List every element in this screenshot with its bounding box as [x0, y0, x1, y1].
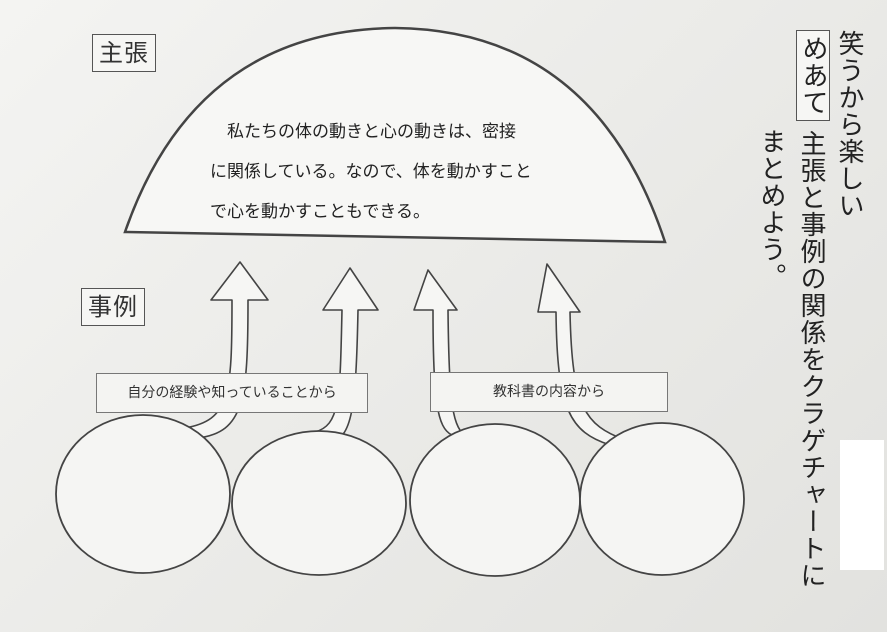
aim-text-line-1: 主張と事例の関係をクラゲチャートに — [796, 130, 826, 589]
example-circle-4 — [579, 422, 745, 576]
aim-label: めあて — [796, 30, 830, 121]
examples-label: 事例 — [81, 288, 145, 326]
claim-line-2: に関係している。なので、体を動かすこと — [210, 162, 532, 182]
claim-dome — [123, 26, 667, 244]
example-circle-2 — [231, 430, 407, 576]
aim-text-line-2: まとめよう。 — [756, 128, 786, 290]
claim-text: 私たちの体の動きと心の動きは、密接 に関係している。なので、体を動かすこと で心… — [210, 112, 610, 232]
arrow-2 — [314, 267, 379, 443]
claim-label: 主張 — [92, 34, 156, 72]
example-circle-1 — [55, 414, 231, 574]
caption-own-experience: 自分の経験や知っていることから — [96, 373, 368, 413]
caption-textbook: 教科書の内容から — [430, 372, 668, 412]
claim-line-3: で心を動かすこともできる。 — [210, 202, 430, 222]
example-circle-3 — [409, 423, 581, 577]
arrow-4 — [537, 263, 626, 446]
unit-title: 笑うから楽しい — [834, 30, 864, 219]
claim-line-1: 私たちの体の動きと心の動きは、密接 — [210, 122, 516, 142]
redaction-block — [840, 440, 884, 570]
arrow-3 — [413, 269, 469, 439]
